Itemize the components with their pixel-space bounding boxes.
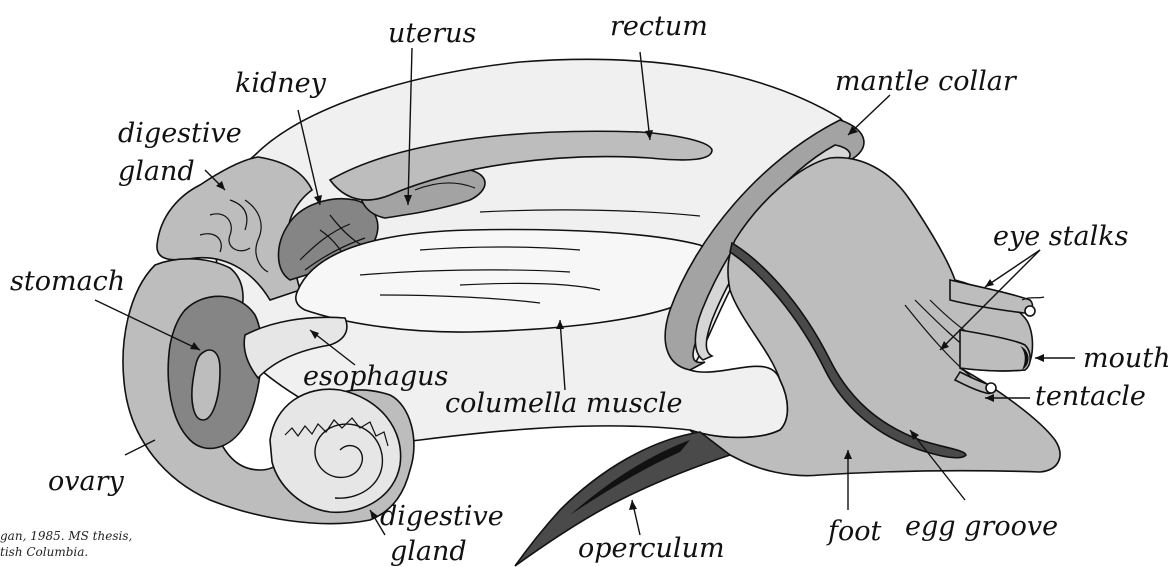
label-esophagus: esophagus [303, 361, 448, 392]
label-rectum: rectum [610, 11, 708, 42]
label-columella-muscle: columella muscle [445, 388, 683, 419]
label-tentacle: tentacle [1035, 381, 1146, 412]
label-eye-stalks: eye stalks [993, 221, 1128, 252]
label-digestive-gland-top-line1: digestive [118, 118, 242, 149]
citation-line-1: gan, 1985. MS thesis, [0, 529, 132, 543]
label-operculum: operculum [578, 533, 725, 564]
label-mantle-collar: mantle collar [835, 66, 1018, 97]
label-egg-groove: egg groove [905, 511, 1058, 542]
eye-stalk-tip [1025, 306, 1035, 316]
label-mouth: mouth [1083, 343, 1169, 374]
label-foot: foot [826, 516, 882, 547]
label-digestive-gland-bottom-line1: digestive [380, 501, 504, 532]
label-stomach: stomach [10, 266, 125, 297]
label-ovary: ovary [48, 466, 125, 497]
label-kidney: kidney [235, 68, 327, 99]
tentacle-tip [986, 383, 996, 393]
label-uterus: uterus [388, 18, 476, 49]
citation-line-2: tish Columbia. [0, 545, 88, 559]
label-digestive-gland-top-line2: gland [118, 156, 195, 187]
label-digestive-gland-bottom-line2: gland [390, 536, 467, 567]
